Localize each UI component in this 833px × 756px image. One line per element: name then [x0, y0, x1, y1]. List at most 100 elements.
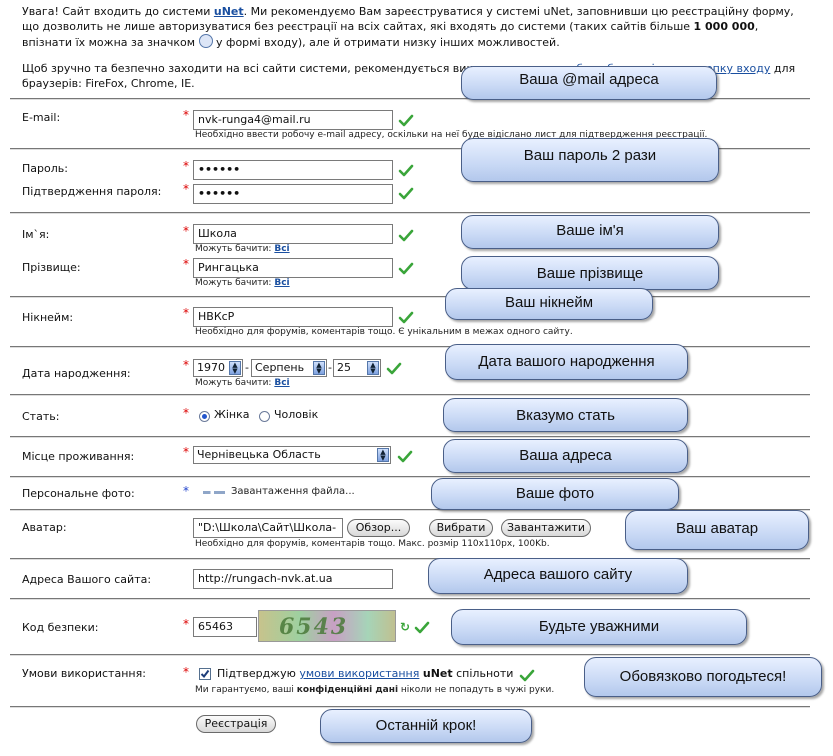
captcha-label: Код безпеки:: [22, 621, 99, 634]
callout-password: Ваш пароль 2 рази: [461, 138, 719, 182]
callout-submit: Останній крок!: [320, 709, 532, 743]
email-label: E-mail:: [22, 111, 61, 124]
required-mark: *: [183, 358, 189, 372]
gender-male-radio[interactable]: [259, 411, 270, 422]
callout-website: Адреса вашого сайту: [428, 558, 688, 594]
divider: [10, 558, 810, 560]
chevron-updown-icon: ▲▼: [313, 361, 325, 375]
avatar-hint: Необхідно для форумів, коментарів тощо. …: [195, 539, 550, 549]
birth-day-select[interactable]: 25▲▼: [333, 359, 381, 377]
callout-captcha: Будьте уважними: [451, 609, 747, 645]
chevron-updown-icon: ▲▼: [367, 361, 379, 375]
birth-year-select[interactable]: 1970▲▼: [193, 359, 243, 377]
divider: [10, 296, 810, 298]
chevron-updown-icon: ▲▼: [229, 361, 241, 375]
browse-button[interactable]: Обзор...: [347, 519, 410, 537]
callout-residence: Ваша адреса: [443, 439, 688, 473]
terms-checkbox[interactable]: [199, 668, 211, 680]
divider: [10, 212, 810, 214]
callout-avatar: Ваш аватар: [625, 510, 809, 550]
callout-email: Ваша @mail адреса: [461, 66, 717, 100]
callout-nickname: Ваш нікнейм: [445, 288, 653, 320]
avatar-file-input[interactable]: "D:\Школа\Сайт\Школа-: [193, 518, 343, 538]
check-icon: [519, 669, 535, 683]
divider: [10, 346, 810, 348]
divider: [10, 394, 810, 396]
unet-icon: [198, 34, 213, 48]
terms-label: Умови використання:: [22, 667, 146, 680]
register-button[interactable]: Реєстрація: [196, 715, 276, 733]
callout-first-name: Ваше ім'я: [461, 215, 719, 249]
date-separator: -: [328, 361, 332, 374]
required-mark: *: [183, 182, 189, 196]
choose-button[interactable]: Вибрати: [429, 519, 493, 537]
birthdate-label: Дата народження:: [22, 367, 131, 380]
captcha-input[interactable]: 65463: [193, 617, 257, 637]
required-mark: *: [183, 665, 189, 679]
callout-birthdate: Дата вашого народження: [445, 344, 688, 380]
required-mark: *: [183, 257, 189, 271]
password-confirm-label: Підтвердження пароля:: [22, 185, 162, 198]
divider: [10, 598, 810, 600]
divider: [10, 509, 810, 511]
password-label: Пароль:: [22, 162, 68, 175]
first-name-input[interactable]: Школа: [193, 224, 393, 244]
nickname-label: Нікнейм:: [22, 311, 74, 324]
gender-male-label: Чоловік: [274, 408, 319, 421]
terms-link[interactable]: умови використання: [299, 667, 420, 680]
nickname-input[interactable]: НВКсР: [193, 307, 393, 327]
check-icon: [398, 114, 414, 128]
divider: [10, 148, 810, 150]
required-mark: *: [183, 108, 189, 122]
check-icon: [398, 311, 414, 325]
unet-link[interactable]: uNet: [213, 5, 244, 18]
residence-select[interactable]: Чернівецька Область▲▼: [193, 446, 391, 464]
loading-bar-icon: [203, 491, 225, 494]
terms-text: Підтверджую умови використання uNet спіл…: [217, 667, 514, 680]
gender-female-label: Жінка: [214, 408, 250, 421]
first-name-visibility: Можуть бачити: Всі: [195, 244, 290, 254]
photo-label: Персональне фото:: [22, 487, 135, 500]
check-icon: [398, 229, 414, 243]
refresh-icon[interactable]: ↻: [400, 620, 411, 634]
residence-label: Місце проживання:: [22, 450, 135, 463]
gender-female-radio[interactable]: [199, 411, 210, 422]
privacy-note: Ми гарантуємо, ваші конфіденційні дані н…: [195, 685, 555, 695]
required-mark: *: [183, 406, 189, 420]
date-separator: -: [245, 361, 249, 374]
last-name-input[interactable]: Рингацька: [193, 258, 393, 278]
optional-mark: *: [183, 484, 189, 498]
password-confirm-input[interactable]: ••••••: [193, 184, 393, 204]
intro-text: Увага! Сайт входить до системи uNet. Ми …: [22, 5, 796, 90]
callout-terms: Обовязково погодьтеся!: [584, 657, 822, 697]
check-icon: [398, 164, 414, 178]
birthdate-visibility: Можуть бачити: Всі: [195, 378, 290, 388]
chevron-updown-icon: ▲▼: [377, 448, 389, 462]
check-icon: [398, 262, 414, 276]
check-icon: [386, 362, 402, 376]
check-icon: [397, 450, 413, 464]
visibility-link[interactable]: Всі: [274, 244, 290, 254]
email-hint: Необхідно ввести робочу e-mail адресу, о…: [195, 130, 708, 140]
avatar-label: Аватар:: [22, 521, 67, 534]
last-name-label: Прізвище:: [22, 261, 81, 274]
photo-loading-text: Завантаження файла...: [231, 486, 355, 497]
required-mark: *: [183, 306, 189, 320]
visibility-link[interactable]: Всі: [274, 378, 290, 388]
visibility-link[interactable]: Всі: [274, 278, 290, 288]
email-input[interactable]: nvk-runga4@mail.ru: [193, 110, 393, 130]
check-icon: [398, 187, 414, 201]
website-input[interactable]: http://rungach-nvk.at.ua: [193, 569, 393, 589]
required-mark: *: [183, 445, 189, 459]
check-icon: [414, 621, 430, 635]
required-mark: *: [183, 224, 189, 238]
captcha-image: 6543: [258, 610, 396, 642]
last-name-visibility: Можуть бачити: Всі: [195, 278, 290, 288]
divider: [10, 98, 810, 100]
upload-button[interactable]: Завантажити: [501, 519, 591, 537]
callout-last-name: Ваше прізвище: [461, 256, 719, 290]
divider: [10, 706, 810, 708]
birth-month-select[interactable]: Серпень▲▼: [251, 359, 327, 377]
password-input[interactable]: ••••••: [193, 160, 393, 180]
divider: [10, 476, 810, 478]
